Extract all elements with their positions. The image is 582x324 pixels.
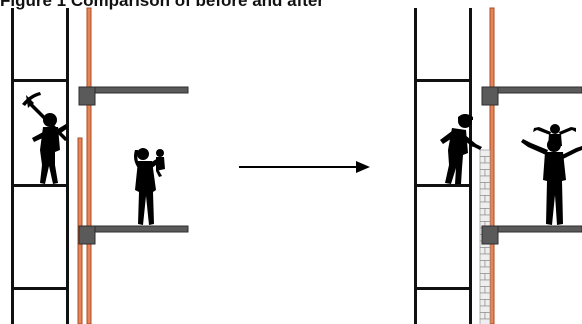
brick: [484, 208, 491, 216]
brick: [479, 305, 491, 313]
brick: [479, 299, 486, 307]
brick: [484, 260, 491, 268]
pickaxe-worker-icon: [22, 92, 68, 184]
orange-column-right: [86, 7, 92, 324]
brick: [479, 162, 491, 170]
floor-slab-upper-edge: [481, 86, 499, 106]
floor-slab-lower-edge: [78, 225, 96, 245]
brick: [484, 156, 491, 164]
brick: [484, 247, 491, 255]
brick: [479, 318, 491, 324]
frame-rung: [11, 79, 69, 82]
bricklayer-icon: [440, 114, 482, 184]
orange-column-right: [489, 7, 495, 324]
brick: [479, 253, 491, 261]
brick: [479, 312, 486, 320]
brick: [479, 286, 486, 294]
frame-rung: [11, 184, 69, 187]
frame-right-rail: [66, 8, 69, 324]
brick: [479, 195, 486, 203]
brick: [479, 266, 491, 274]
brick: [484, 169, 491, 177]
floor-slab-upper-edge: [78, 86, 96, 106]
floor-slab-lower: [79, 225, 189, 233]
brick: [479, 169, 486, 177]
brick: [484, 286, 491, 294]
brick: [484, 312, 491, 320]
frame-rung: [414, 79, 472, 82]
brick: [479, 279, 491, 287]
brick: [479, 201, 491, 209]
frame-left-rail: [11, 8, 14, 324]
before-panel: [11, 7, 189, 324]
brick: [479, 182, 486, 190]
floor-slab-upper: [79, 86, 189, 94]
after-panel: [414, 7, 582, 324]
brick: [479, 273, 486, 281]
brick: [479, 247, 486, 255]
transition-arrow-icon: [239, 161, 370, 173]
frame-left-rail: [414, 8, 417, 324]
brick: [479, 260, 486, 268]
brick: [484, 273, 491, 281]
frame-rung: [414, 287, 472, 290]
brick: [484, 299, 491, 307]
brick: [479, 214, 491, 222]
brick: [479, 175, 491, 183]
frame-rung: [11, 287, 69, 290]
brick: [479, 156, 486, 164]
figure-caption: Figure 1 Comparison of before and after: [0, 0, 324, 10]
brick: [479, 208, 486, 216]
frame-right-rail: [469, 8, 472, 324]
family-cheering-icon: [521, 124, 582, 225]
floor-slab-lower-edge: [481, 225, 499, 245]
brick: [484, 182, 491, 190]
brick: [479, 149, 491, 157]
brick: [479, 188, 491, 196]
frame-rung: [414, 184, 472, 187]
brick: [484, 195, 491, 203]
brick: [479, 292, 491, 300]
parent-holding-baby-icon: [134, 148, 165, 225]
